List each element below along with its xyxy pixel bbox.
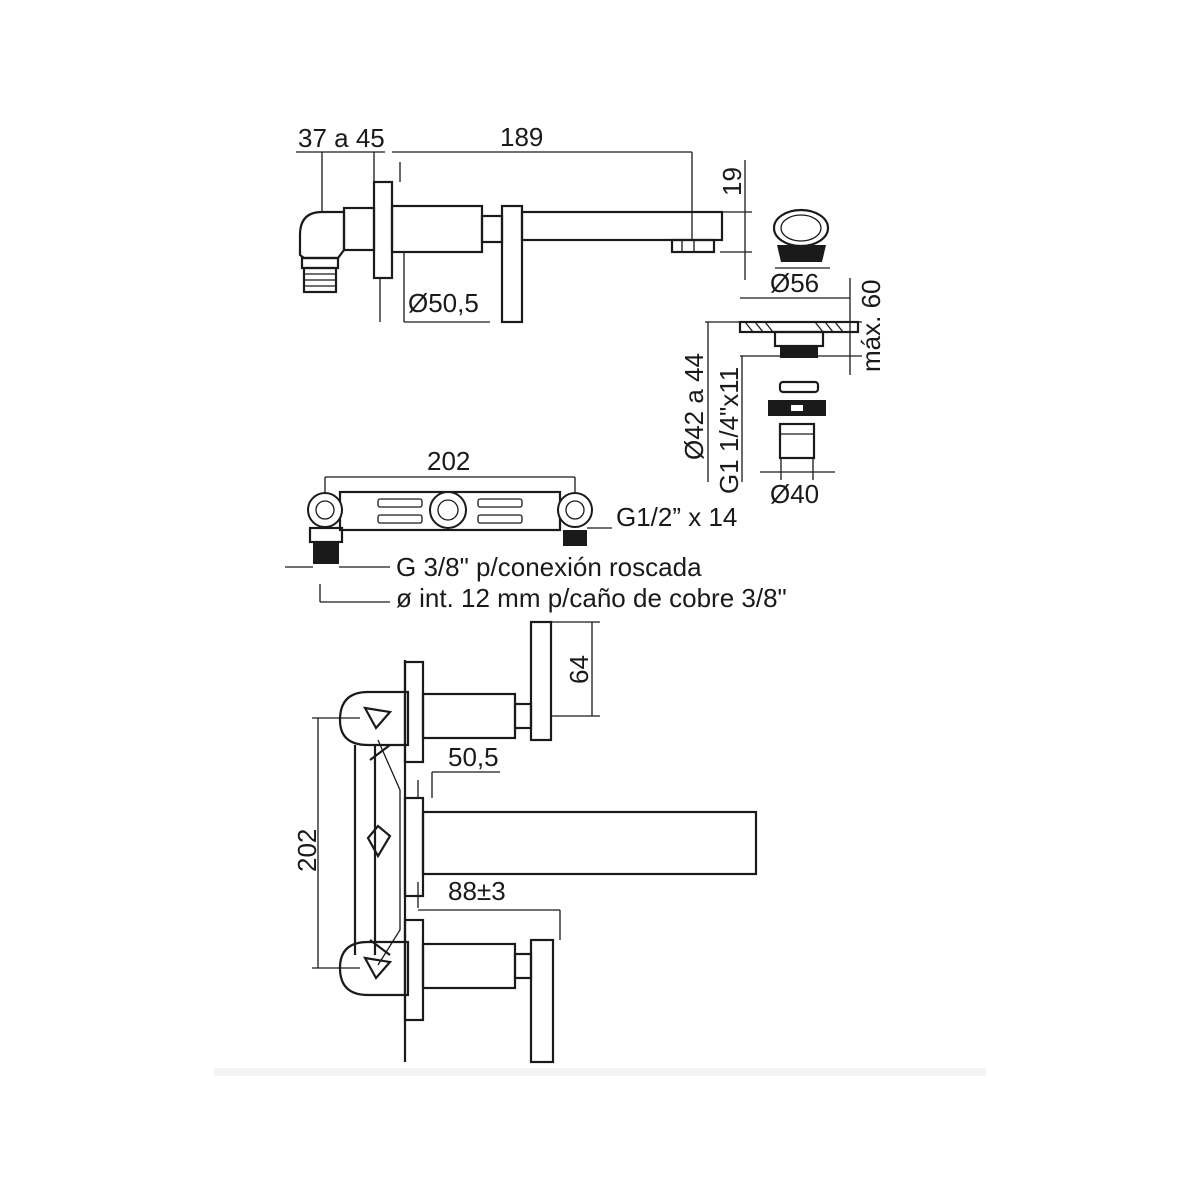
dim-202-front-label: 202 xyxy=(292,829,322,872)
dim-19-label: 19 xyxy=(717,167,747,196)
right-inlet-port xyxy=(557,492,593,528)
top-handle-stem xyxy=(513,702,533,730)
dim-37-45-label: 37 a 45 xyxy=(298,123,385,153)
bottom-handle-body xyxy=(421,942,517,990)
dim-50-5-front-label: 50,5 xyxy=(448,742,499,772)
dim-42-44-label: Ø42 a 44 xyxy=(679,353,709,460)
dim-g12-label: G1/2” x 14 xyxy=(616,502,737,532)
wall-plate xyxy=(372,180,394,280)
top-handle-body xyxy=(421,692,517,740)
dim-56-label: Ø56 xyxy=(770,268,819,298)
left-inlet-nut xyxy=(308,526,344,544)
drain-flange xyxy=(738,320,860,334)
spout-collar xyxy=(480,214,504,244)
side-view-spout: 37 a 45 189 19 Ø50,5 xyxy=(296,122,752,324)
dim-189-label: 189 xyxy=(500,122,543,152)
riser-pipe xyxy=(353,745,377,955)
left-inlet-thread xyxy=(313,542,339,564)
handle-plate xyxy=(500,204,524,324)
front-spout xyxy=(421,810,758,876)
aerator xyxy=(670,238,716,254)
dim-max60-label: máx. 60 xyxy=(856,280,886,373)
drain-cap xyxy=(777,245,826,262)
drain-tailpiece xyxy=(778,422,816,460)
top-valve-marker xyxy=(362,706,393,730)
center-port xyxy=(429,491,467,529)
drain-body xyxy=(773,330,825,348)
body-cylinder xyxy=(342,206,376,252)
center-marker xyxy=(366,824,392,859)
drain-threads xyxy=(780,346,818,358)
top-valve-housing xyxy=(338,690,410,747)
note-int12: ø int. 12 mm p/caño de cobre 3/8" xyxy=(396,583,787,613)
spout-wall-plate xyxy=(403,796,425,898)
drain-washer xyxy=(778,380,820,394)
dim-88-label: 88±3 xyxy=(448,876,506,906)
top-handle xyxy=(529,620,553,742)
valve-body: 202 G1/2” x 14 G 3/8" p/conexión roscada… xyxy=(285,446,787,613)
baseline-band xyxy=(214,1068,986,1076)
dim-40-label: Ø40 xyxy=(770,479,819,509)
connector-nut xyxy=(300,256,340,270)
drain-assembly: Ø56 Ø42 a 44 G1 1/4"x11 máx. 60 Ø40 xyxy=(679,208,886,509)
front-view: 64 50,5 202 88±3 xyxy=(292,620,758,1064)
spout xyxy=(520,210,724,242)
note-g38: G 3/8" p/conexión roscada xyxy=(396,552,702,582)
bottom-handle xyxy=(529,938,555,1064)
escutcheon-body xyxy=(390,204,484,254)
dim-64-label: 64 xyxy=(564,655,594,684)
dim-202-label: 202 xyxy=(427,446,470,476)
right-inlet-thread xyxy=(563,530,587,546)
dim-50-5-label: Ø50,5 xyxy=(408,288,479,318)
dim-thread-label: G1 1/4"x11 xyxy=(714,367,744,494)
bottom-valve-housing xyxy=(338,940,410,997)
bottom-valve-marker xyxy=(362,956,393,980)
elbow-connector xyxy=(298,210,346,260)
bottom-handle-stem xyxy=(513,952,533,980)
left-inlet-port xyxy=(307,492,343,528)
